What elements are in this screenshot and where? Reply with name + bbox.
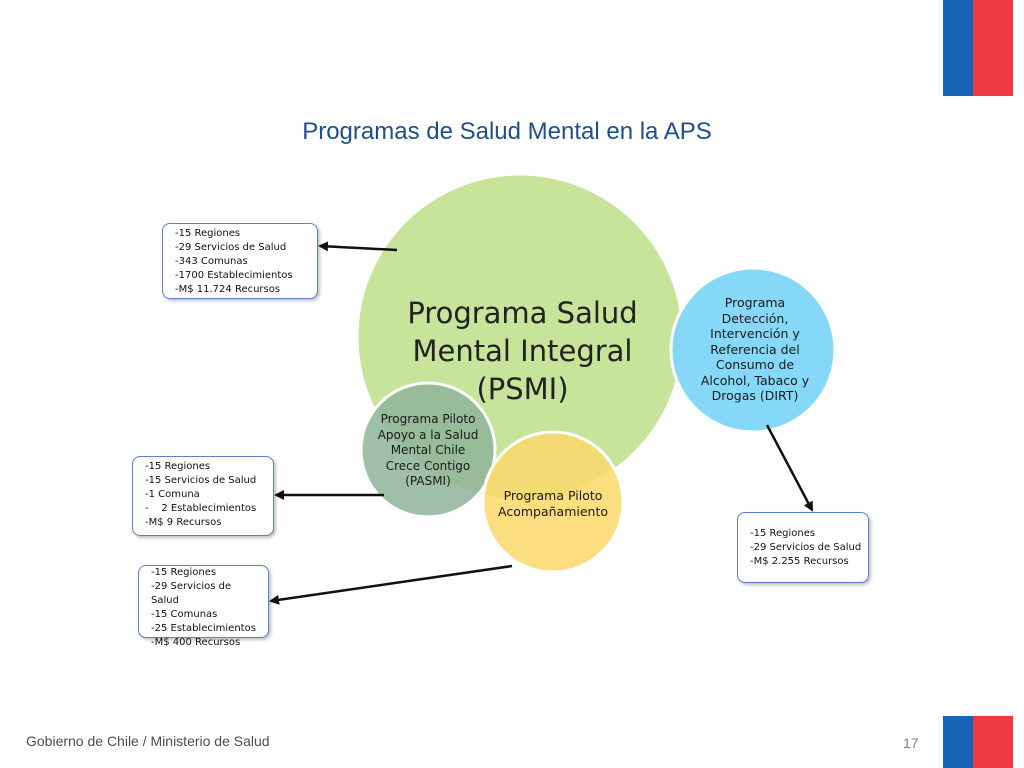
stat-line: -15 Comunas	[151, 609, 218, 620]
flag-blue-stripe	[943, 0, 973, 96]
pasmi-label-line: Apoyo a la Salud	[377, 427, 479, 442]
stat-line: -15 Regiones	[750, 528, 816, 539]
flag-red-stripe	[973, 716, 1013, 768]
pasmi-circle	[359, 381, 497, 519]
stat-line: -25 Establecimientos	[151, 623, 256, 634]
pasmi-label-line: Crece Contigo	[385, 458, 471, 473]
pasmi-stats-box: -15 Regiones -15 Servicios de Salud -1 C…	[132, 456, 274, 536]
psmi-label: Programa Salud Mental Integral (PSMI)	[395, 294, 650, 408]
stat-line: -M$ 400 Recursos	[151, 637, 241, 648]
stat-line: -29 Servicios de Salud	[151, 581, 232, 606]
dirt-label-line: Consumo de	[715, 357, 795, 372]
page-number: 17	[903, 735, 919, 751]
dirt-label-line: Programa	[724, 295, 786, 310]
footer-text: Gobierno de Chile / Ministerio de Salud	[26, 733, 270, 749]
acompanamiento-label-line: Programa Piloto	[503, 488, 603, 503]
stat-line: -29 Servicios de Salud	[750, 542, 862, 553]
pasmi-label-line: Programa Piloto	[380, 412, 476, 426]
stat-line: -15 Regiones	[151, 567, 217, 578]
flag-red-stripe	[973, 0, 1013, 96]
acompanamiento-label: Programa Piloto Acompañamiento	[482, 488, 624, 519]
dirt-label-line: Intervención y	[710, 326, 800, 341]
psmi-label-line: Programa Salud	[407, 296, 638, 330]
chile-flag-bottom	[943, 716, 1013, 768]
acompanamiento-label-line: Acompañamiento	[497, 503, 609, 519]
pasmi-label-line: Mental Chile	[390, 443, 466, 457]
stat-line: -1700 Establecimientos	[175, 270, 293, 281]
acompanamiento-circle	[481, 430, 625, 574]
dirt-label-line: Referencia del	[710, 341, 800, 357]
dirt-label: Programa Detección, Intervención y Refer…	[695, 295, 815, 404]
psmi-label-line: (PSMI)	[476, 372, 569, 406]
stat-line: -29 Servicios de Salud	[175, 242, 287, 253]
stat-line: -1 Comuna	[145, 489, 200, 500]
arrow-dirt	[765, 424, 814, 512]
arrow-acompanamiento	[269, 564, 513, 605]
stat-line: -15 Servicios de Salud	[145, 475, 257, 486]
arrow-psmi	[318, 241, 398, 252]
dirt-label-line: Drogas (DIRT)	[711, 388, 799, 403]
dirt-label-line: Detección,	[721, 310, 789, 326]
psmi-label-line: Mental Integral	[412, 334, 633, 368]
stat-line: -15 Regiones	[175, 228, 241, 239]
dirt-label-line: Alcohol, Tabaco y	[700, 372, 810, 388]
stat-line: -M$ 9 Recursos	[145, 517, 222, 528]
stat-line: -M$ 11.724 Recursos	[175, 284, 281, 295]
pasmi-label-line: (PASMI)	[405, 474, 451, 488]
chile-flag-top	[943, 0, 1013, 96]
acompanamiento-stats-box: -15 Regiones -29 Servicios de Salud -15 …	[138, 565, 269, 648]
dirt-stats-box: -15 Regiones -29 Servicios de Salud -M$ …	[737, 512, 869, 583]
stat-line: -M$ 2.255 Recursos	[750, 556, 849, 567]
page-title: Programas de Salud Mental en la APS	[302, 118, 712, 145]
stat-line: -15 Regiones	[145, 461, 211, 472]
stat-line: - 2 Establecimientos	[145, 503, 257, 514]
pasmi-label: Programa Piloto Apoyo a la Salud Mental …	[368, 412, 488, 490]
psmi-stats-box: -15 Regiones -29 Servicios de Salud -343…	[162, 223, 318, 299]
dirt-circle	[669, 266, 837, 434]
stat-line: -343 Comunas	[175, 256, 248, 267]
flag-blue-stripe	[943, 716, 973, 768]
